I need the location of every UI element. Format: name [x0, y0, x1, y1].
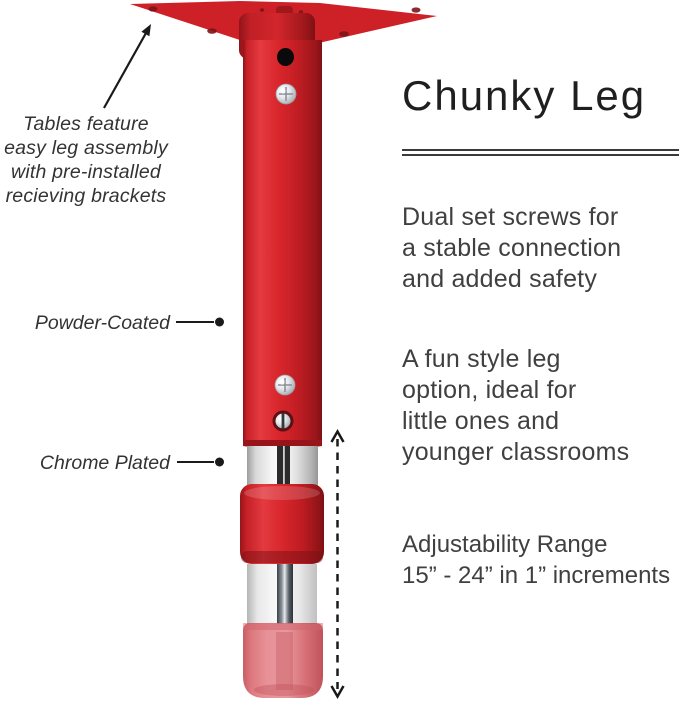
top-hole [277, 48, 294, 66]
chrome-upper-section [247, 446, 318, 486]
feature-text-line: 15” - 24” in 1” increments [402, 562, 671, 589]
feature-text-line: and added safety [402, 265, 598, 293]
feature-fun-style: A fun style leg option, ideal for little… [402, 344, 679, 468]
feature-text-line: option, ideal for [402, 376, 577, 404]
assembly-note-line: recieving brackets [5, 185, 167, 207]
adjustment-collar [240, 484, 324, 564]
powder-coated-label: Powder-Coated [34, 312, 170, 334]
set-screw-lower [272, 410, 294, 432]
assembly-note-line: Tables feature [23, 113, 149, 135]
range-arrow-icon [330, 428, 345, 700]
feature-text-line: little ones and [402, 407, 560, 435]
feature-text-line: A fun style leg [402, 345, 561, 373]
title-divider [402, 149, 679, 156]
chrome-plated-label: Chrome Plated [39, 452, 170, 474]
rubber-foot [243, 623, 323, 698]
leader-dot-icon [215, 317, 224, 327]
feature-text-line: Adjustability Range [402, 531, 608, 558]
feature-text-line: younger classrooms [402, 438, 630, 466]
set-screw-middle [274, 374, 296, 396]
assembly-arrow-icon [103, 24, 151, 109]
assembly-note-line: easy leg assembly [4, 137, 168, 159]
page-title: Chunky Leg [402, 72, 647, 119]
feature-text-line: Dual set screws for [402, 203, 619, 231]
set-screw-upper [275, 83, 297, 105]
plate-screw-holes [148, 6, 421, 37]
assembly-note: Tables feature easy leg assembly with pr… [0, 112, 172, 208]
chrome-plated-leader [177, 457, 224, 467]
feature-text-line: a stable connection [402, 234, 622, 262]
leader-dot-icon [215, 457, 224, 467]
chrome-lower-section [247, 564, 317, 624]
powder-coated-leader [176, 317, 224, 327]
feature-dual-set-screws: Dual set screws for a stable connection … [402, 202, 679, 295]
feature-adjustability-range: Adjustability Range 15” - 24” in 1” incr… [402, 529, 679, 591]
assembly-note-line: with pre-installed [11, 161, 161, 183]
